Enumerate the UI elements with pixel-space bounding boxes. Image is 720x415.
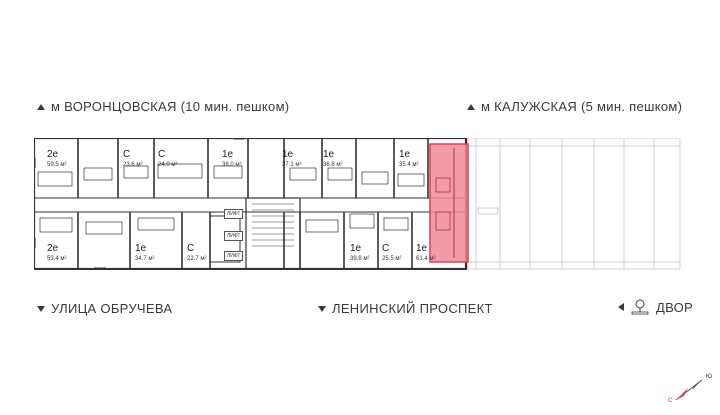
apartment-1e-39[interactable]: 1е 39.8 м² (350, 243, 370, 263)
street-obrucheva-label: УЛИЦА ОБРУЧЕВА (37, 301, 172, 316)
apartment-area: 25.5 м² (382, 256, 402, 262)
lift-label: ЛИФТ (224, 209, 244, 219)
apartment-2e-53[interactable]: 2е 53.4 м² (47, 243, 67, 263)
apartment-type: 1е (135, 243, 147, 254)
apartment-type: 1е (399, 149, 411, 160)
apartment-area: 53.4 м² (47, 256, 67, 262)
direction-up-icon (467, 103, 475, 110)
yard-tree-icon (631, 299, 649, 315)
apartment-c-23[interactable]: С 23.6 м² (123, 149, 143, 169)
apartment-type: С (123, 149, 131, 160)
lift-label: ЛИФТ (224, 251, 244, 261)
window-marks (34, 138, 244, 270)
apartment-type: 2е (47, 243, 59, 254)
compass: Ю С (666, 374, 716, 410)
yard-text: ДВОР (656, 299, 694, 315)
apartment-c-24[interactable]: С 24.0 м² (158, 149, 178, 169)
apartment-type: С (187, 243, 195, 254)
apartment-type: 1е (416, 243, 428, 254)
street-mid-text: ЛЕНИНСКИЙ ПРОСПЕКТ (332, 301, 493, 316)
ghost-section (467, 138, 681, 270)
apartment-c-25[interactable]: С 25.5 м² (382, 243, 402, 263)
street-leninsky-label: ЛЕНИНСКИЙ ПРОСПЕКТ (318, 301, 493, 316)
apartment-1e-34[interactable]: 1е 34.7 м² (135, 243, 155, 263)
apartment-type: 1е (350, 243, 362, 254)
direction-down-icon (318, 305, 326, 312)
apartment-area: 37.1 м² (282, 162, 302, 168)
apartment-type: 2е (47, 149, 59, 160)
metro-kaluzhskaya-label: м КАЛУЖСКАЯ (5 мин. пешком) (467, 99, 682, 114)
yard-label: ДВОР (618, 299, 693, 315)
metro-vorontsovskaya-label: м ВОРОНЦОВСКАЯ (10 мин. пешком) (37, 99, 289, 114)
apartment-type: 1е (282, 149, 294, 160)
metro-right-text: м КАЛУЖСКАЯ (5 мин. пешком) (481, 99, 683, 114)
apartment-1e-37[interactable]: 1е 37.1 м² (282, 149, 302, 169)
apartment-1e-38[interactable]: 1е 38.0 м² (222, 149, 242, 169)
apartment-area: 34.7 м² (135, 256, 155, 262)
compass-north-label: Ю (706, 374, 713, 380)
direction-up-icon (37, 103, 45, 110)
apartment-type: С (382, 243, 390, 254)
street-left-text: УЛИЦА ОБРУЧЕВА (51, 301, 173, 316)
apartment-type: 1е (323, 149, 335, 160)
apartment-1e-61-selected[interactable]: 1е 61.4 м² (416, 243, 436, 263)
apartment-2e-59[interactable]: 2е 59.5 м² (47, 149, 67, 169)
compass-arrow-icon (675, 379, 703, 401)
metro-left-text: м ВОРОНЦОВСКАЯ (10 мин. пешком) (51, 99, 290, 114)
apartment-area: 22.7 м² (187, 256, 207, 262)
apartment-1e-36[interactable]: 1е 36.8 м² (323, 149, 343, 169)
floor-plan-drawing (34, 138, 681, 270)
apartment-area: 61.4 м² (416, 256, 436, 262)
apartment-c-22[interactable]: С 22.7 м² (187, 243, 207, 263)
apartment-type: 1е (222, 149, 234, 160)
direction-left-icon (618, 303, 624, 311)
floor-plan: 2е 59.5 м² С 23.6 м² С 24.0 м² 1е 38.0 м… (34, 138, 682, 270)
apartment-type: С (158, 149, 166, 160)
apartment-area: 36.8 м² (323, 162, 343, 168)
apartment-area: 39.8 м² (350, 256, 370, 262)
highlighted-apartment-shape (429, 143, 469, 263)
apartment-area: 24.0 м² (158, 162, 178, 168)
apartment-area: 35.4 м² (399, 162, 419, 168)
direction-down-icon (37, 305, 45, 312)
apartment-1e-35[interactable]: 1е 35.4 м² (399, 149, 419, 169)
apartment-area: 38.0 м² (222, 162, 242, 168)
apartment-area: 23.6 м² (123, 162, 143, 168)
lift-label: ЛИФТ (224, 231, 244, 241)
compass-south-label: С (668, 398, 673, 404)
apartment-area: 59.5 м² (47, 162, 67, 168)
